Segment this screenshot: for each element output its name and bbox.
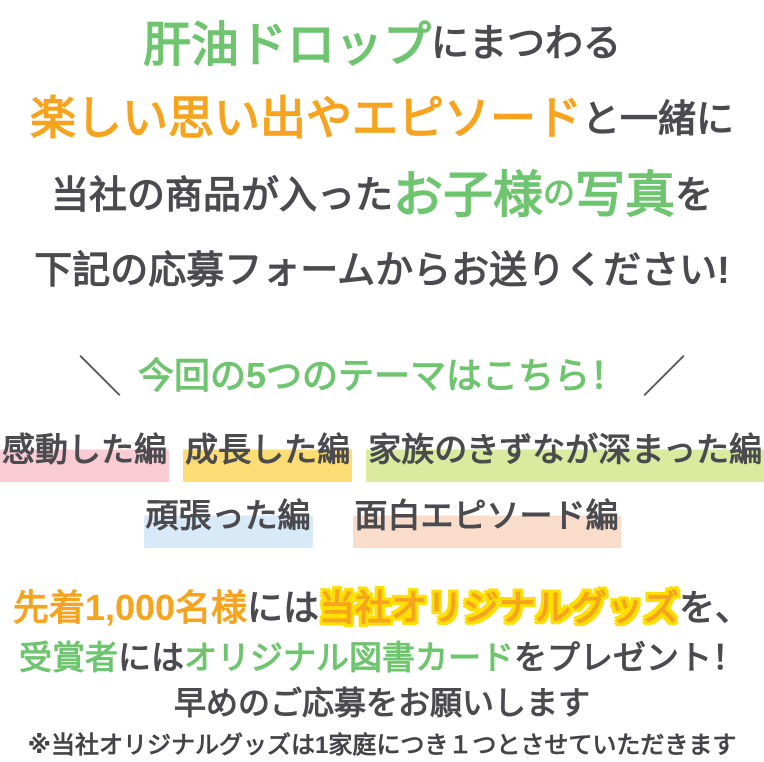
headline-line-4: 下記の応募フォームからお送りください! [0, 229, 764, 305]
first-1000-text: 先着1,000名様 [12, 587, 248, 629]
headline-line-3: 当社の商品が入ったお子様の写真を [0, 153, 764, 229]
offer-line-1: 先着1,000名様には当社オリジナルグッズを、 [0, 580, 764, 630]
theme-row-1: 感動した編 成長した編 家族のきずなが深まった編 [0, 422, 764, 482]
theme-growth: 成長した編 [183, 422, 353, 482]
theme-family-bond: 家族のきずなが深まった編 [366, 422, 764, 482]
offer-line-2-post: をプレゼント！ [514, 639, 745, 677]
offer-line-2-mid: には [118, 639, 184, 677]
child-text: お子様 [392, 167, 543, 224]
original-goods-text: 当社オリジナルグッズ [319, 587, 680, 629]
headline-line-3-pre: 当社の商品が入った [50, 174, 393, 217]
headline-line-1: 肝油ドロップにまつわる [0, 2, 764, 78]
themes-heading: ＼ 今回の5つのテーマはこちら！ ／ [0, 346, 764, 402]
disclaimer-line: ※当社オリジナルグッズは1家庭につき１つとさせていただきます [0, 722, 764, 762]
product-name-text: 肝油ドロップ [142, 18, 431, 72]
no-particle-text: の [542, 175, 575, 212]
theme-effort: 頑張った編 [143, 488, 313, 548]
book-card-text: オリジナル図書カード [184, 639, 514, 677]
themes-heading-text: 今回の5つのテーマはこちら！ [137, 355, 627, 397]
slash-right-decoration: ／ [642, 353, 687, 403]
headline-line-1-rest: にまつわる [431, 23, 622, 66]
slash-left-decoration: ＼ [77, 353, 122, 403]
winners-text: 受賞者 [19, 639, 118, 677]
headline-line-2: 楽しい思い出やエピソードと一緒に [0, 78, 764, 154]
offer-line-1-mid: には [247, 587, 320, 629]
offer-line-2: 受賞者にはオリジナル図書カードをプレゼント！ [0, 630, 764, 680]
apply-early-line: 早めのご応募をお願いします [0, 680, 764, 722]
theme-row-2: 頑張った編 面白エピソード編 [0, 488, 764, 548]
apply-early-text: 早めのご応募をお願いします [173, 685, 590, 722]
headline-line-3-post: を [675, 174, 714, 217]
theme-funny-episode: 面白エピソード編 [352, 488, 621, 548]
headline-line-2-rest: と一緒に [581, 98, 734, 141]
photo-text: 写真 [575, 167, 675, 224]
theme-moved: 感動した編 [0, 422, 169, 482]
disclaimer-text: ※当社オリジナルグッズは1家庭につき１つとさせていただきます [27, 731, 737, 759]
offer-line-1-post: を、 [679, 587, 752, 629]
submission-instruction-text: 下記の応募フォームからお送りください! [34, 250, 730, 293]
memories-episode-text: 楽しい思い出やエピソード [29, 92, 582, 145]
